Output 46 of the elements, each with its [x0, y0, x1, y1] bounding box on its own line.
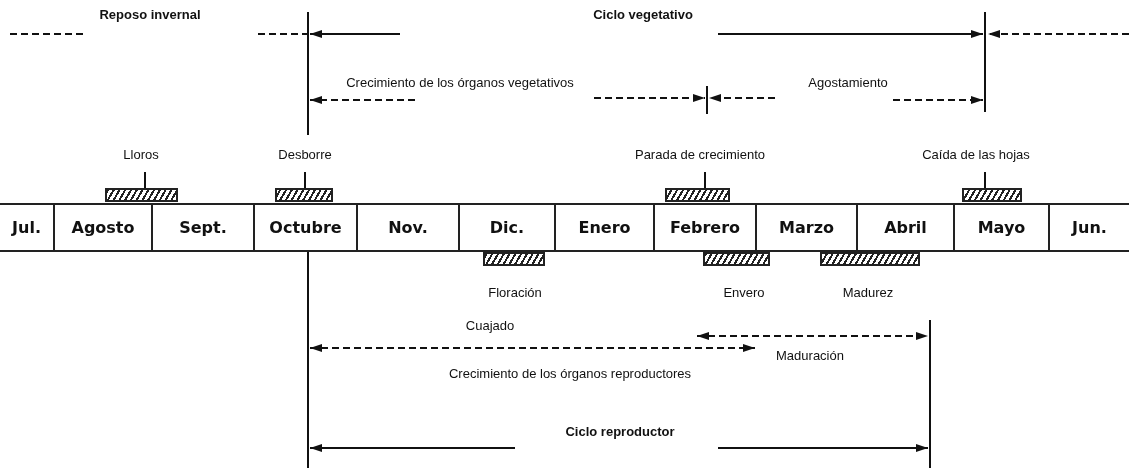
month-cell	[55, 203, 153, 252]
event-label: Floración	[488, 285, 542, 300]
hatched-bar	[105, 188, 178, 202]
month-cell	[460, 203, 556, 252]
phase-label: Cuajado	[465, 318, 515, 333]
hatched-bar	[820, 252, 920, 266]
hatched-bar	[483, 252, 545, 266]
month-name: Marzo	[779, 218, 834, 237]
phase-label: Agostamiento	[808, 75, 888, 90]
event-label: Desborre	[278, 147, 332, 162]
phase-label: Crecimiento de los órganos vegetativos	[346, 75, 574, 90]
event-label: Madurez	[842, 285, 894, 300]
month-name: Jun.	[1072, 218, 1107, 237]
month-name: Enero	[578, 218, 631, 237]
month-name: Sept.	[179, 218, 227, 237]
month-name: Abril	[884, 218, 927, 237]
month-name: Nov.	[388, 218, 428, 237]
month-name: Dic.	[489, 218, 525, 237]
month-cell	[556, 203, 655, 252]
month-cell	[255, 203, 358, 252]
event-label: Caída de las hojas	[922, 147, 1030, 162]
month-name: Mayo	[977, 218, 1026, 237]
phase-label: Maduración	[776, 348, 844, 363]
event-label: Envero	[723, 285, 765, 300]
phase-label: Crecimiento de los órganos reproductores	[448, 366, 692, 381]
month-cell	[955, 203, 1050, 252]
hatched-bar	[275, 188, 333, 202]
month-cell	[358, 203, 460, 252]
month-name: Febrero	[669, 218, 741, 237]
month-name: Agosto	[71, 218, 135, 237]
month-cell	[153, 203, 255, 252]
event-label: Parada de crecimiento	[634, 147, 766, 162]
cycle-heading: Ciclo reproductor	[565, 424, 675, 439]
month-cell	[655, 203, 757, 252]
month-cell	[1050, 203, 1129, 252]
cycle-heading: Reposo invernal	[99, 7, 201, 22]
cycle-heading: Ciclo vegetativo	[593, 7, 693, 22]
hatched-bar	[962, 188, 1022, 202]
hatched-bar	[665, 188, 730, 202]
month-cell	[0, 203, 55, 252]
event-label: Lloros	[123, 147, 159, 162]
month-cell	[757, 203, 858, 252]
month-name: Octubre	[269, 218, 342, 237]
month-cell	[858, 203, 955, 252]
month-name: Jul.	[12, 218, 41, 237]
hatched-bar	[703, 252, 770, 266]
